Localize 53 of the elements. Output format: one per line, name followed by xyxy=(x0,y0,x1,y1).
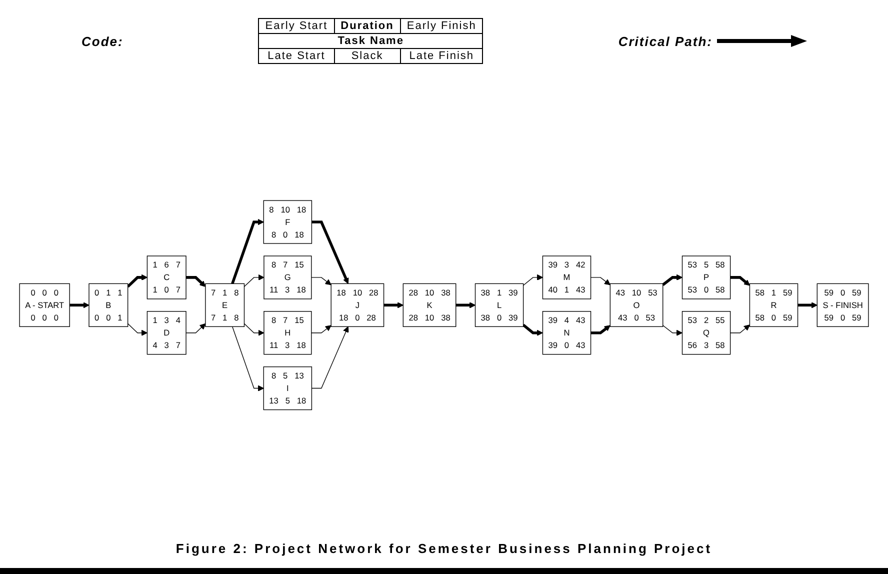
arrow xyxy=(798,302,818,309)
arrow xyxy=(522,274,543,286)
key-label: Code: xyxy=(81,34,124,48)
arrow xyxy=(244,324,264,336)
node-box: 53 2 55 Q 56 3 58 xyxy=(682,311,731,356)
key-cell: Task Name xyxy=(258,34,483,48)
node-box: 28 10 38 K 28 10 38 xyxy=(402,284,456,328)
key-cell: Duration xyxy=(334,18,400,34)
figure-caption: Figure 2: Project Network for Semester Business Planning Project xyxy=(174,540,714,558)
node-box: 8 5 13 I 13 5 18 xyxy=(263,366,312,410)
key-cell: Slack xyxy=(334,48,400,64)
node-box: 39 4 43 N 39 0 43 xyxy=(542,311,592,356)
arrow xyxy=(70,302,90,309)
node-box: 8 10 18 F 8 0 18 xyxy=(263,200,312,244)
arrow xyxy=(662,274,683,286)
arrow xyxy=(311,325,332,334)
node-box: 1 3 4 D 4 3 7 xyxy=(146,311,186,356)
node-box: 53 5 58 P 53 0 58 xyxy=(682,256,731,300)
node-box: 8 7 15 G 11 3 18 xyxy=(264,256,312,300)
key-cell: Early Finish xyxy=(400,18,483,34)
arrow xyxy=(384,302,404,309)
node-box: 8 7 15 H 11 3 18 xyxy=(264,311,312,356)
arrow xyxy=(127,324,148,336)
node-box: 39 3 42 M 40 1 43 xyxy=(542,256,592,300)
arrow xyxy=(311,277,332,286)
arrow xyxy=(312,220,349,284)
node-box: 43 10 53 O 43 0 53 xyxy=(610,284,664,328)
key-cell: Late Start xyxy=(258,48,334,64)
arrow xyxy=(232,326,264,392)
arrow xyxy=(126,274,148,288)
key-cell: Early Start xyxy=(258,18,334,34)
arrow xyxy=(590,325,610,335)
arrow xyxy=(590,277,610,286)
arrow xyxy=(730,324,750,334)
arrow xyxy=(730,276,750,286)
arrow xyxy=(244,274,264,288)
node-box: 18 10 28 J 18 0 28 xyxy=(330,284,384,328)
node-box: 0 0 0 A - START 0 0 0 xyxy=(19,284,70,328)
legend-label: Critical Path: xyxy=(618,34,713,48)
node-box: 0 1 1 B 0 0 1 xyxy=(88,284,128,328)
node-box: 1 6 7 C 1 0 7 xyxy=(146,256,186,300)
arrow xyxy=(231,219,264,284)
arrow xyxy=(311,326,349,389)
arrow xyxy=(456,302,476,309)
node-box: 7 1 8 E 7 1 8 xyxy=(205,284,245,328)
node-box: 38 1 39 L 38 0 39 xyxy=(474,284,524,328)
arrow xyxy=(522,324,543,336)
arrow xyxy=(186,276,206,288)
arrow xyxy=(662,325,683,336)
node-box: 58 1 59 R 58 0 59 xyxy=(749,284,798,328)
arrow xyxy=(186,324,206,334)
key-cell: Late Finish xyxy=(400,48,483,64)
node-box: 59 0 59 S - FINISH 59 0 59 xyxy=(816,284,869,328)
